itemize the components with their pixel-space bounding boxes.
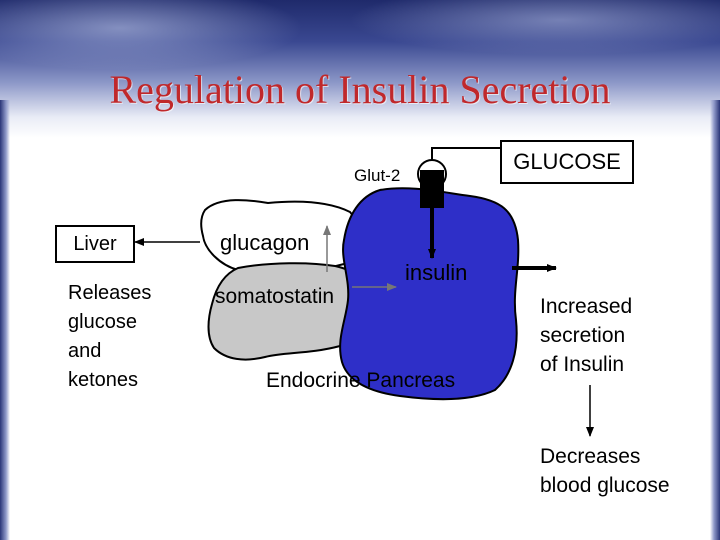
- liver-effect-text: Releases glucose and ketones: [68, 279, 151, 395]
- glucagon-label: glucagon: [220, 230, 310, 255]
- glucose-box: GLUCOSE: [500, 140, 634, 184]
- liver-effect-line: glucose: [68, 311, 137, 333]
- right-border: [710, 100, 720, 540]
- liver-effect-line: and: [68, 340, 102, 362]
- liver-effect-line: ketones: [68, 369, 139, 391]
- somatostatin-label: somatostatin: [215, 285, 335, 308]
- beta-cell-region: [339, 187, 520, 401]
- liver-label: Liver: [73, 232, 117, 255]
- delta-cell-region: [207, 262, 374, 361]
- glut2-channel: [420, 170, 444, 208]
- glut2-label: Glut-2: [354, 166, 401, 185]
- increased-secretion-text: Increased secretion of Insulin: [540, 292, 632, 379]
- liver-effect-line: Releases: [68, 282, 152, 304]
- slide-title: Regulation of Insulin Secretion: [109, 67, 611, 112]
- insulin-label: insulin: [405, 260, 468, 285]
- left-border: [0, 100, 10, 540]
- glucose-label: GLUCOSE: [513, 149, 621, 174]
- pancreas-label: Endocrine Pancreas: [266, 369, 456, 392]
- increased-line: of Insulin: [540, 353, 625, 376]
- increased-line: Increased: [540, 295, 633, 318]
- increased-line: secretion: [540, 324, 626, 347]
- decreases-line: Decreases: [540, 445, 641, 468]
- decreases-line: blood glucose: [540, 474, 670, 497]
- header-banner: [0, 0, 720, 138]
- liver-box: Liver: [55, 225, 135, 263]
- decreases-text: Decreases blood glucose: [540, 442, 670, 500]
